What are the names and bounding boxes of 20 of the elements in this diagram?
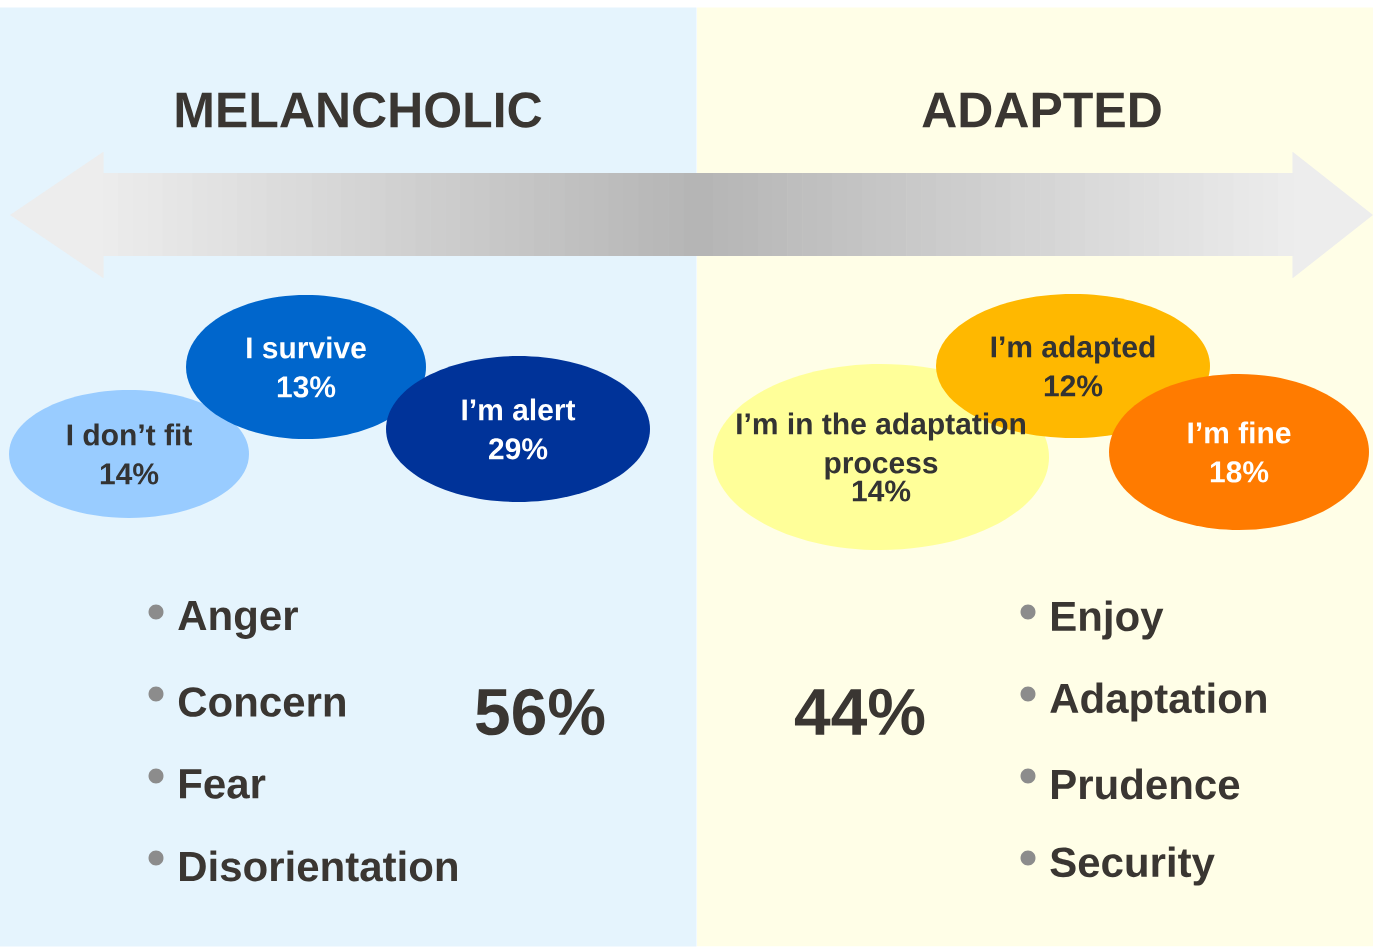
ellipse-label: I’m adapted 12% [991, 335, 1155, 397]
bullet-item: Adaptation [1020, 682, 1266, 722]
ellipse-label: I’m fine 18% [1188, 421, 1291, 483]
ellipse-label: I don’t fit 14% [67, 423, 192, 485]
bullet-item: Fear [148, 768, 266, 799]
percentage: 44% [794, 688, 925, 736]
ellipse [386, 356, 650, 502]
percentage: 56% [476, 688, 605, 736]
bullet-item: Concern [148, 686, 345, 717]
ellipse-label: I survive 13% [247, 336, 366, 398]
bullet-item: Security [1020, 846, 1215, 886]
bullet-item: Prudence [1020, 768, 1240, 800]
ellipse [9, 390, 249, 518]
bullet-item: Anger [148, 601, 298, 639]
ellipse-label: I’m alert 29% [462, 398, 576, 460]
heading: ADAPTED [922, 92, 1161, 128]
bullet-item: Disorientation [148, 850, 457, 882]
ellipse [1109, 374, 1369, 530]
bullet-item: Enjoy [1020, 600, 1164, 640]
heading: MELANCHOLIC [176, 92, 542, 128]
